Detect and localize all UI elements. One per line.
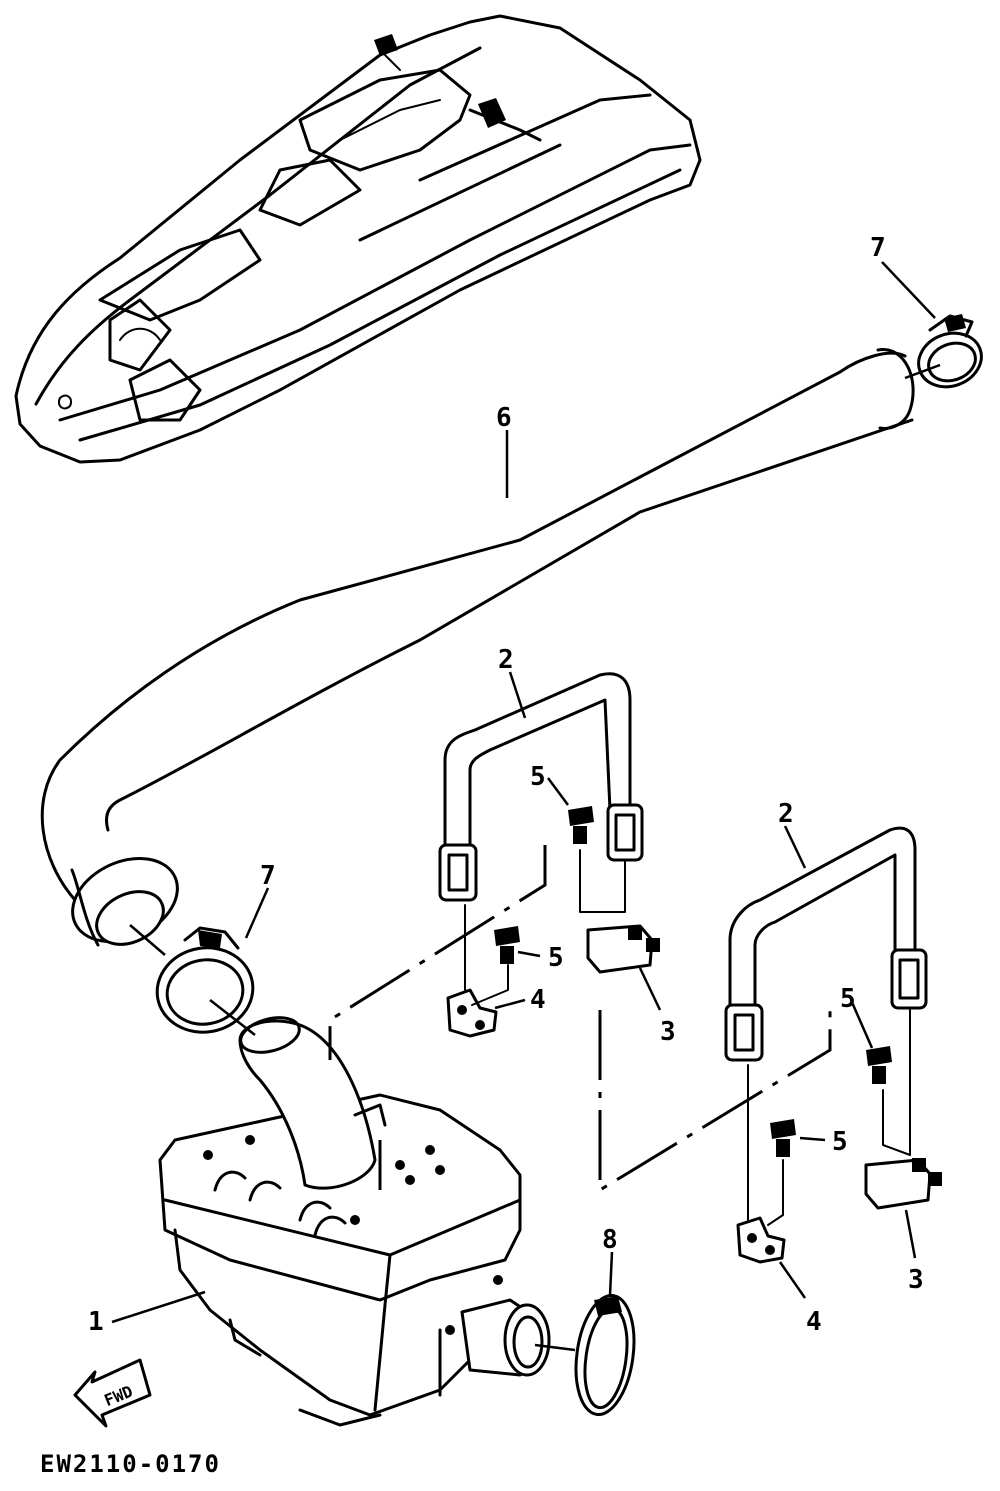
clip-left [446,988,498,1038]
damper-left [586,924,660,974]
callout-7-mid: 7 [260,861,276,891]
callout-3-damper-left: 3 [660,1017,676,1047]
hose-clamp-top [917,314,983,389]
callout-labels: 7 6 2 2 5 5 5 5 4 4 3 3 7 8 1 [88,233,924,1337]
leader-lines [111,261,941,1352]
callout-2-band-right: 2 [778,799,794,829]
exhaust-hose [40,348,915,947]
bolt-d [770,1119,796,1157]
callout-5-bolt-b: 5 [548,943,564,973]
hose-clamp-mid [155,926,255,1034]
callout-7-top: 7 [870,233,886,263]
bolt-a [568,806,594,844]
callout-5-bolt-a: 5 [530,762,546,792]
callout-8-outlet-clamp: 8 [602,1225,618,1255]
hose-clamp-outlet [574,1293,636,1417]
forward-direction-arrow: FWD [73,1358,152,1428]
callout-6-hose: 6 [496,403,512,433]
clip-right [736,1216,786,1264]
callout-1-muffler: 1 [88,1307,104,1337]
alignment-lines [328,845,911,1226]
mounting-band-right [724,826,928,1062]
callout-3-damper-right: 3 [908,1265,924,1295]
bolt-b [494,926,520,964]
callout-4-clip-left: 4 [530,985,546,1015]
callout-5-bolt-c: 5 [840,984,856,1014]
callout-5-bolt-d: 5 [832,1127,848,1157]
bolt-c [866,1046,892,1084]
callout-2-band-left: 2 [498,645,514,675]
damper-right [864,1158,942,1210]
muffler-assembly [158,1016,551,1427]
drawing-code: EW2110-0170 [40,1450,221,1478]
callout-4-clip-right: 4 [806,1307,822,1337]
watercraft-hull [14,14,702,464]
